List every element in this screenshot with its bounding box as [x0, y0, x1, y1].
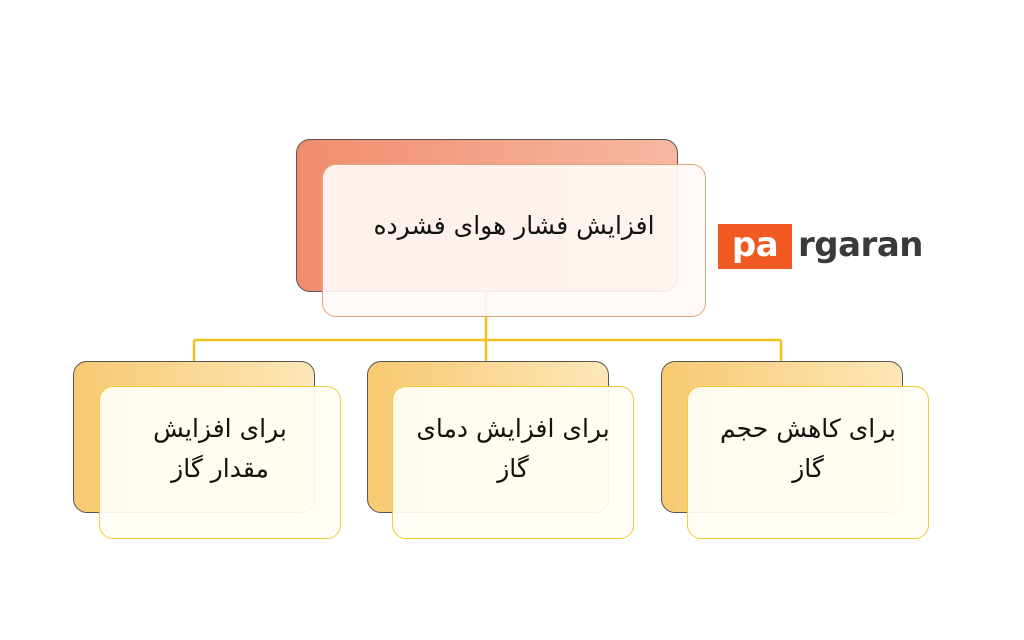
- pargaran-logo: pa rgaran: [718, 224, 923, 269]
- child-node-1: برای افزایش مقدار گاز: [99, 386, 341, 539]
- logo-text: rgaran: [798, 224, 923, 265]
- child-node-1-label: برای افزایش مقدار گاز: [153, 413, 287, 483]
- child-node-2: برای افزایش دمای گاز: [392, 386, 634, 539]
- child-node-2-label: برای افزایش دمای گاز: [416, 413, 610, 483]
- child-node-3: برای کاهش حجم گاز: [687, 386, 929, 539]
- root-node: افزایش فشار هوای فشرده: [322, 164, 706, 317]
- logo-highlight: pa: [718, 224, 792, 269]
- child-node-3-label: برای کاهش حجم گاز: [720, 413, 896, 483]
- root-node-label: افزایش فشار هوای فشرده: [373, 211, 655, 240]
